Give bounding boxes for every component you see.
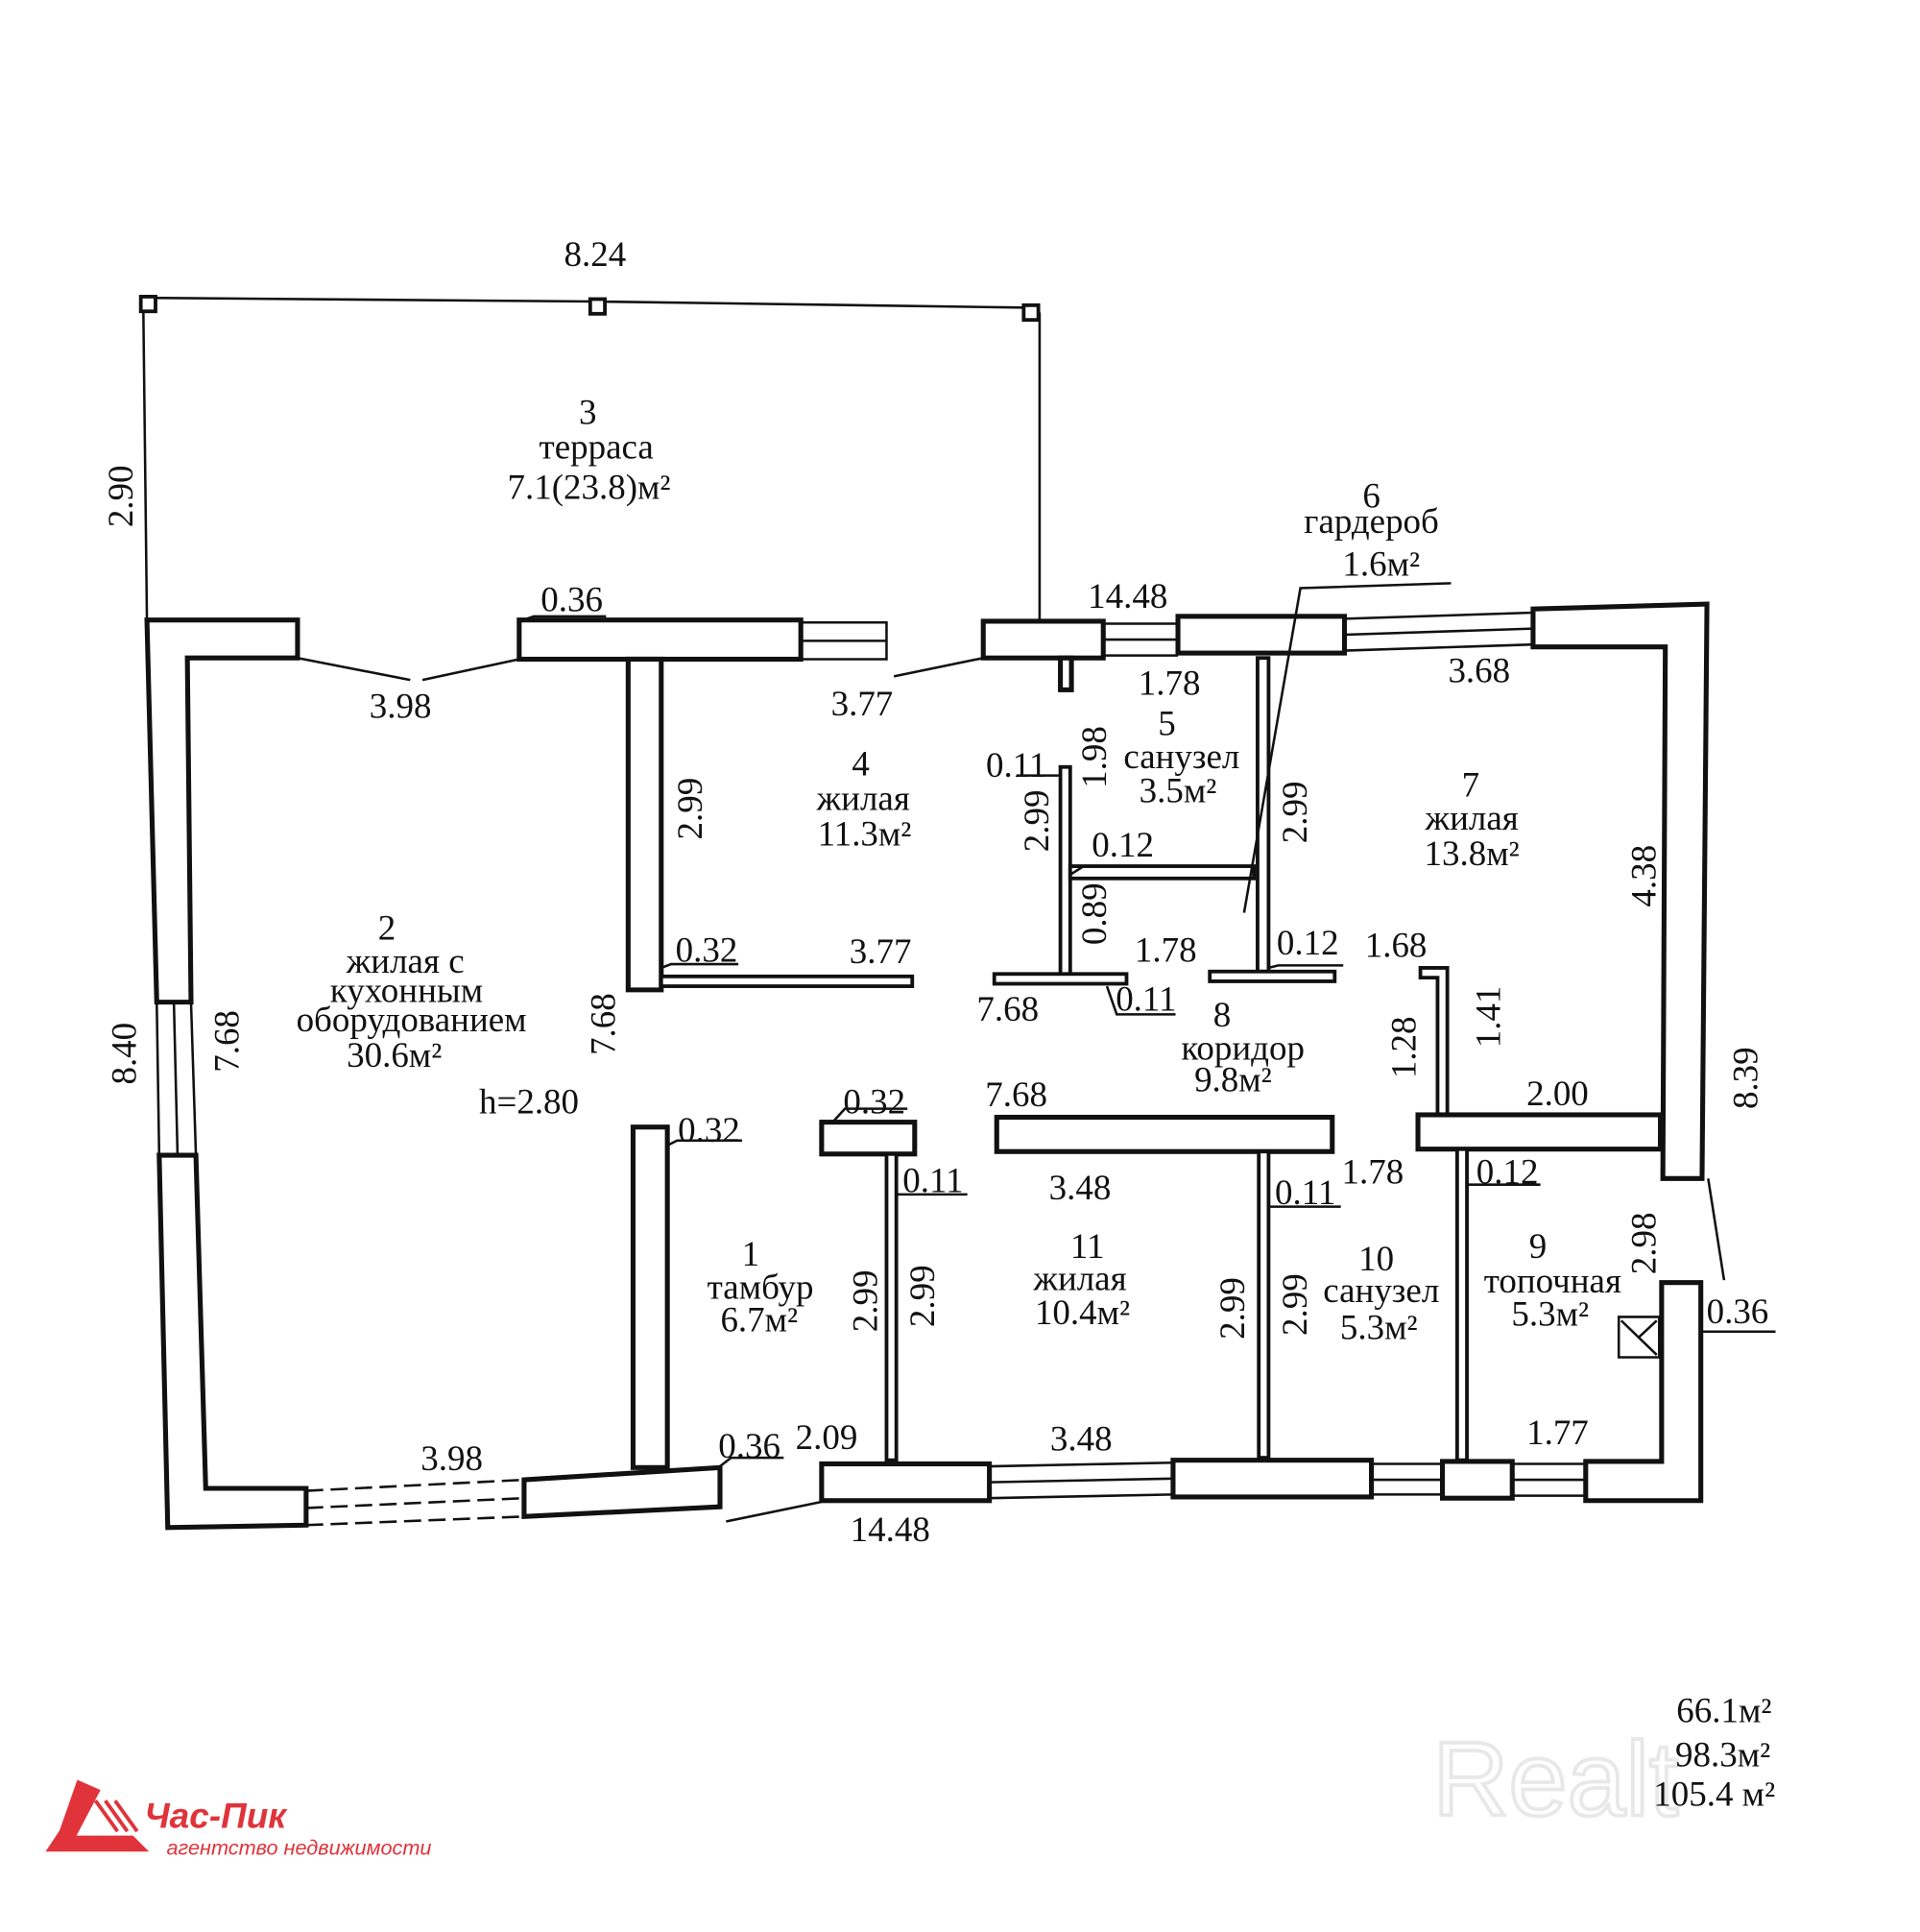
terrace-outline bbox=[138, 295, 1042, 620]
dim: 0.11 bbox=[1275, 1172, 1335, 1212]
dim: 0.12 bbox=[1476, 1151, 1539, 1191]
dim: 0.11 bbox=[986, 745, 1046, 785]
total-living-area: 66.1м² bbox=[1676, 1691, 1771, 1730]
dim: 0.11 bbox=[1116, 979, 1176, 1019]
watermark: Realt bbox=[1432, 1722, 1678, 1839]
dimension-labels: 8.24 2.90 0.36 3.98 3.77 14.48 1.78 3.68… bbox=[101, 234, 1769, 1549]
dim: 3.77 bbox=[831, 684, 894, 723]
dim: 2.00 bbox=[1526, 1074, 1589, 1113]
dim: 1.98 bbox=[1074, 726, 1114, 788]
dim: 8.40 bbox=[105, 1023, 144, 1085]
dim: 14.48 bbox=[851, 1509, 930, 1549]
dim: 3.77 bbox=[850, 931, 912, 971]
dim: 2.90 bbox=[101, 465, 140, 527]
dim: 7.68 bbox=[583, 993, 622, 1055]
dim: 4.38 bbox=[1623, 845, 1663, 907]
dim: 7.68 bbox=[976, 989, 1039, 1028]
dim: 2.99 bbox=[1275, 782, 1314, 844]
dim: 8.39 bbox=[1725, 1047, 1764, 1109]
dim: 0.11 bbox=[902, 1160, 963, 1199]
dim: 0.12 bbox=[1277, 923, 1339, 962]
dim: 7.68 bbox=[207, 1010, 247, 1073]
dim: 2.09 bbox=[796, 1417, 858, 1457]
dim: 2.99 bbox=[670, 778, 709, 840]
dim: 2.99 bbox=[1017, 790, 1056, 853]
dim: 0.32 bbox=[676, 930, 738, 970]
dimension-leaders bbox=[297, 582, 1776, 1523]
dim: 1.78 bbox=[1139, 663, 1201, 702]
total-area-with-terrace: 105.4 м² bbox=[1653, 1774, 1775, 1813]
dim: 0.32 bbox=[678, 1110, 740, 1149]
dim: 2.99 bbox=[902, 1265, 942, 1327]
dim: 0.36 bbox=[1707, 1292, 1769, 1331]
dim: 3.68 bbox=[1448, 651, 1510, 690]
dim: 1.78 bbox=[1135, 930, 1197, 970]
ceiling-height: h=2.80 bbox=[479, 1082, 579, 1122]
dim: 0.12 bbox=[1092, 825, 1154, 864]
total-area: 98.3м² bbox=[1675, 1735, 1770, 1775]
dim: 3.98 bbox=[370, 687, 432, 726]
walls bbox=[144, 601, 1710, 1531]
dim: 2.98 bbox=[1623, 1213, 1663, 1275]
logo-mark-icon bbox=[45, 1779, 150, 1852]
dim: 8.24 bbox=[564, 234, 627, 274]
dim: 1.28 bbox=[1383, 1016, 1423, 1078]
dim: 1.77 bbox=[1526, 1413, 1589, 1452]
area-totals: 66.1м² 98.3м² 105.4 м² bbox=[1653, 1691, 1775, 1814]
dim: 3.98 bbox=[420, 1438, 483, 1478]
dim: 2.99 bbox=[845, 1270, 884, 1333]
dim: 1.78 bbox=[1341, 1151, 1404, 1191]
dim: 1.41 bbox=[1469, 986, 1508, 1049]
dim: 1.68 bbox=[1365, 925, 1428, 964]
dim: 3.48 bbox=[1050, 1418, 1113, 1458]
dim: 0.36 bbox=[718, 1426, 780, 1465]
dim: 0.36 bbox=[540, 580, 603, 619]
dim: 2.99 bbox=[1275, 1273, 1314, 1336]
logo-name: Час-Пик bbox=[145, 1796, 289, 1835]
agency-logo: Час-Пик агентство недвижимости bbox=[45, 1779, 431, 1859]
dim: 3.48 bbox=[1049, 1168, 1112, 1207]
logo-tagline: агентство недвижимости bbox=[166, 1835, 431, 1859]
dim: 0.32 bbox=[843, 1082, 905, 1122]
dim: 0.89 bbox=[1074, 882, 1114, 945]
dim: 14.48 bbox=[1088, 576, 1167, 616]
dim: 7.68 bbox=[985, 1075, 1047, 1114]
dim: 2.99 bbox=[1212, 1277, 1252, 1340]
